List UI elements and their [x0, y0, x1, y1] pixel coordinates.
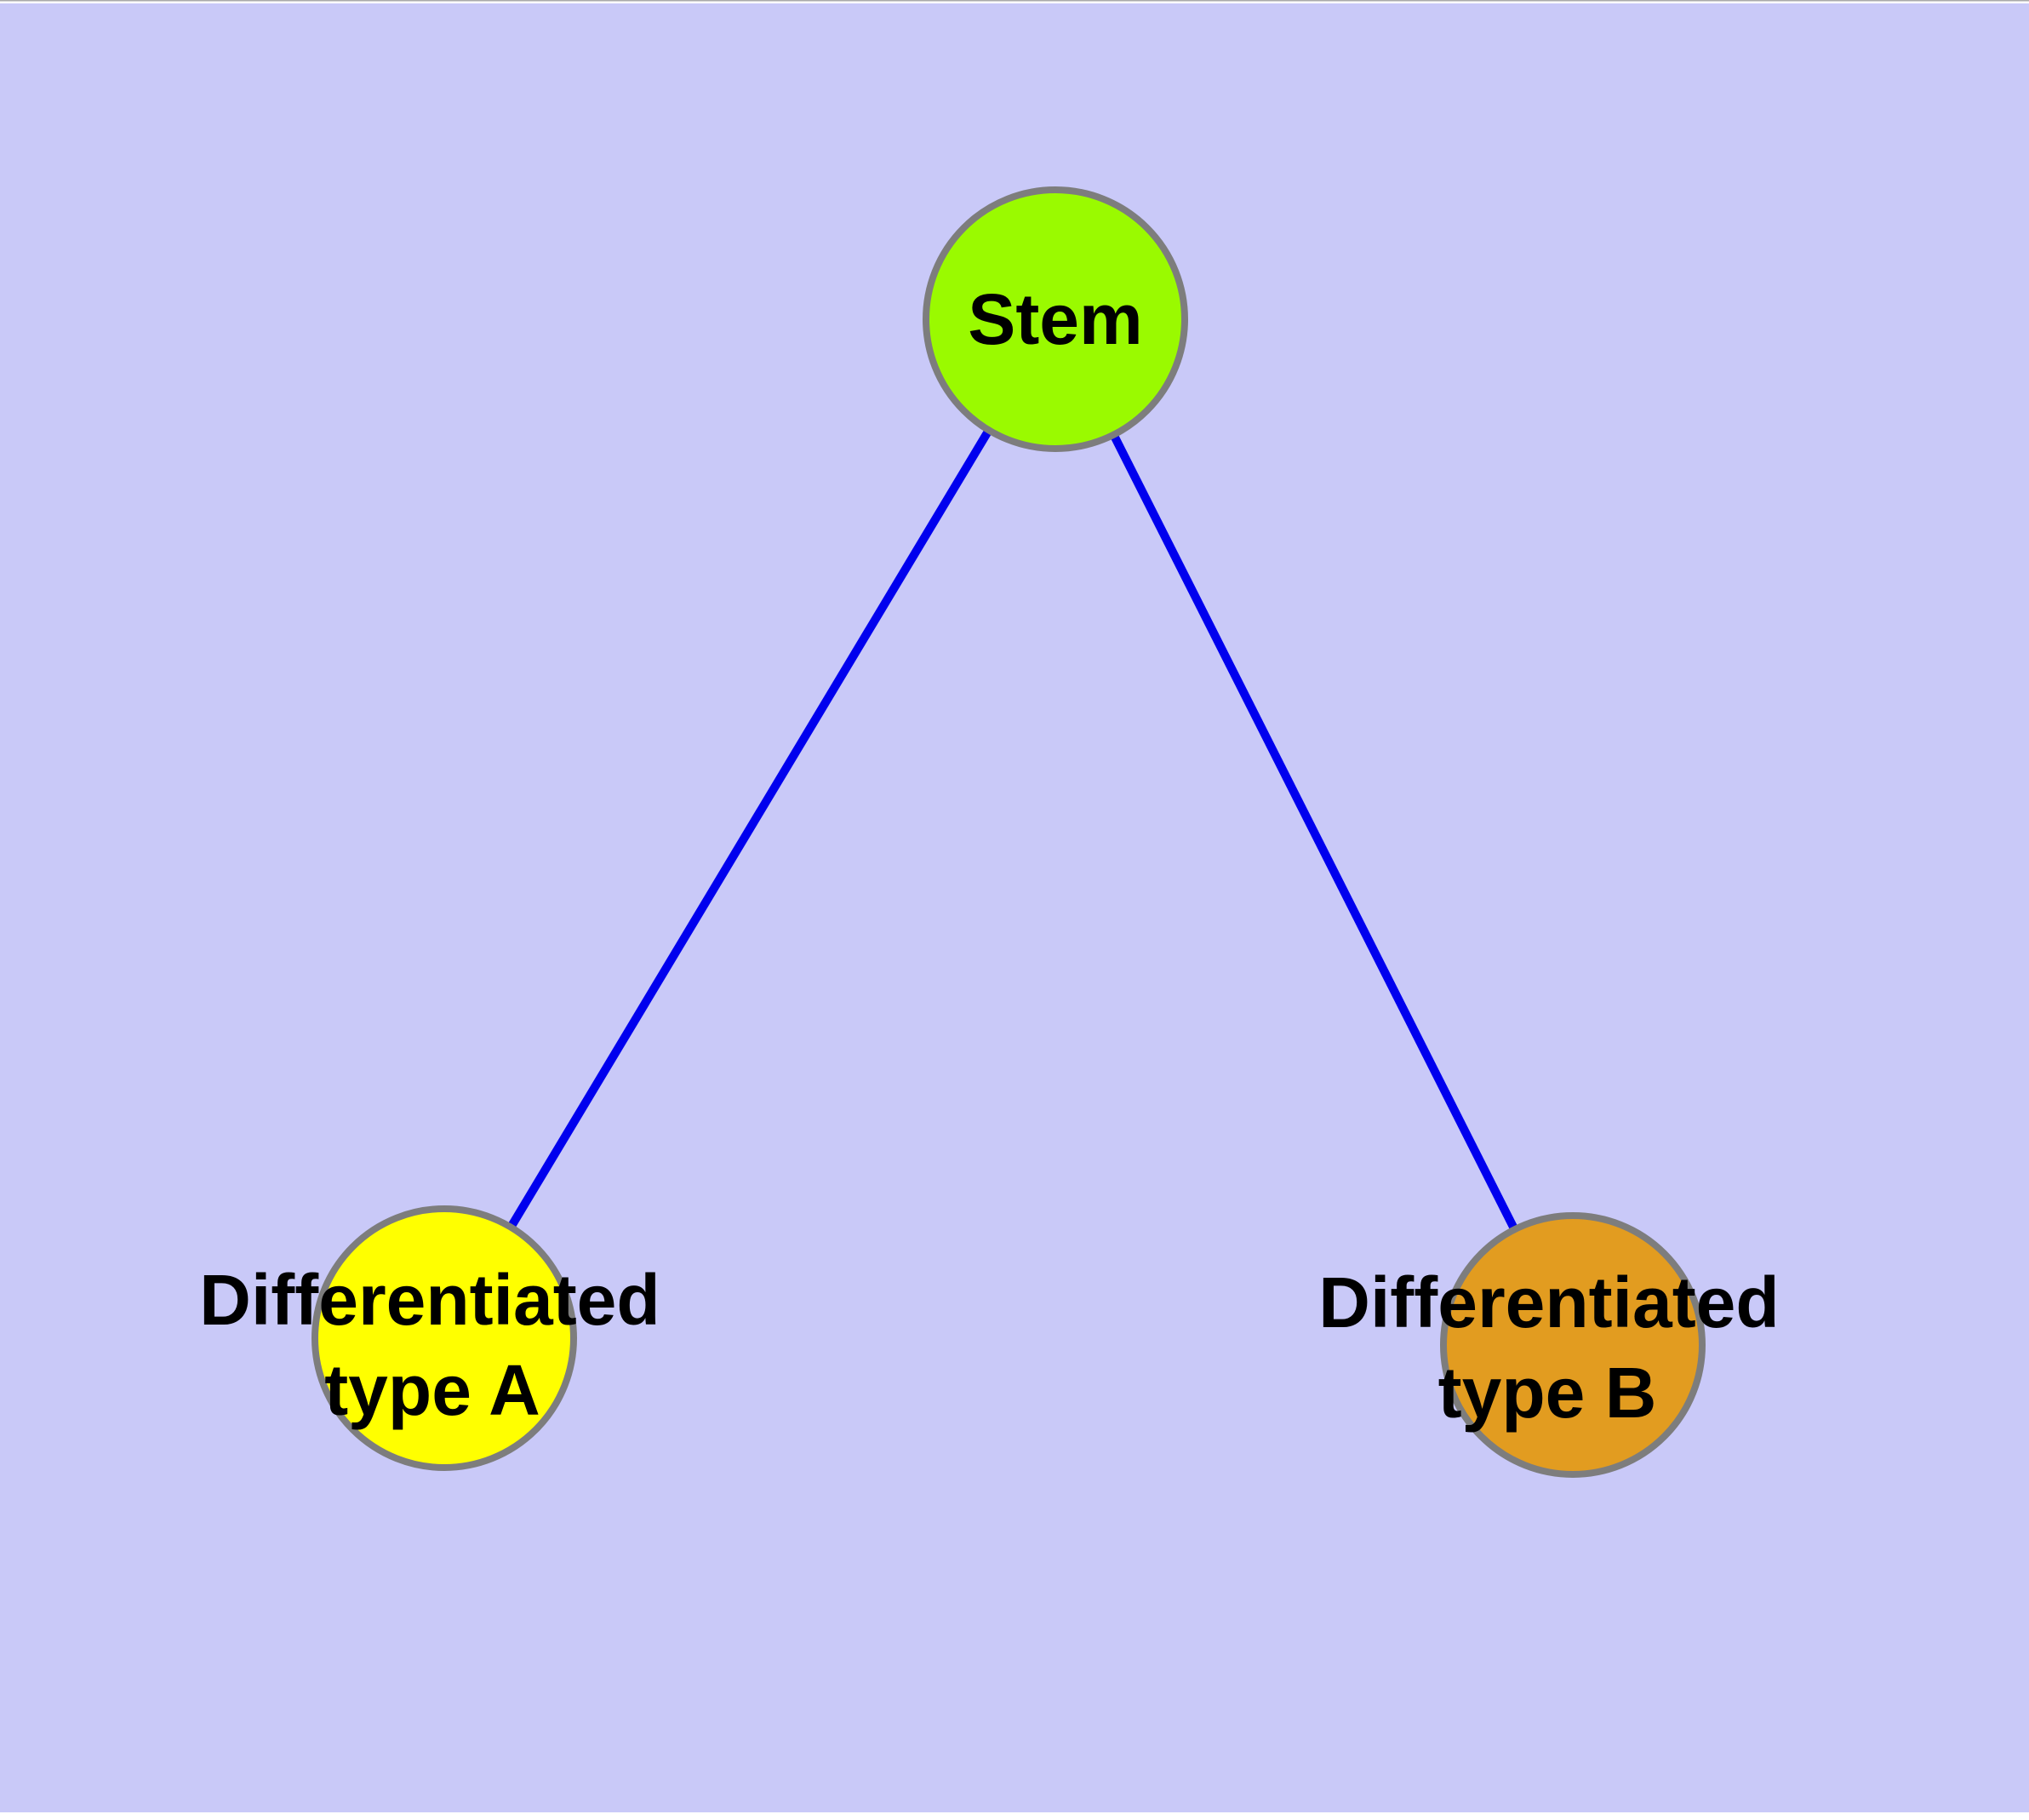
node-label-type-a-line2: type A — [324, 1350, 540, 1430]
node-stem — [923, 186, 1188, 452]
edge-stem-to-type-b — [1051, 317, 1577, 1348]
node-label-type-b-line1: Differentiated — [1318, 1262, 1779, 1342]
node-label-stem: Stem — [968, 279, 1142, 359]
node-differentiated-type-b — [1440, 1212, 1706, 1478]
edge-stem-to-type-a — [440, 317, 1060, 1341]
node-label-type-b-line2: type B — [1438, 1353, 1657, 1433]
top-edge-hairline — [0, 0, 2029, 2]
node-label-type-a-line1: Differentiated — [199, 1260, 660, 1340]
node-differentiated-type-a — [311, 1205, 577, 1471]
